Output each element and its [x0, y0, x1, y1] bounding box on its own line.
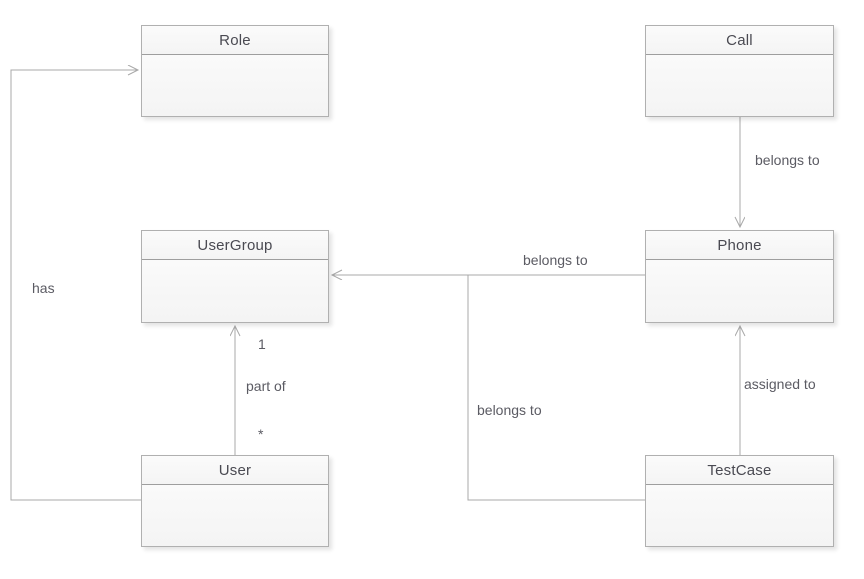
- class-attributes-compartment: [142, 55, 328, 116]
- class-box-role[interactable]: Role: [141, 25, 329, 117]
- class-attributes-compartment: [646, 55, 833, 116]
- class-name-phone: Phone: [717, 236, 762, 254]
- class-attributes-compartment: [142, 260, 328, 322]
- class-box-testcase[interactable]: TestCase: [645, 455, 834, 547]
- edge-label-part-of: part of: [246, 378, 286, 394]
- class-header: Role: [142, 26, 328, 55]
- class-box-usergroup[interactable]: UserGroup: [141, 230, 329, 323]
- multiplicity-source-many: *: [258, 426, 264, 442]
- class-header: Phone: [646, 231, 833, 260]
- class-box-call[interactable]: Call: [645, 25, 834, 117]
- edge-label-call-belongs-to: belongs to: [755, 152, 820, 168]
- class-attributes-compartment: [646, 260, 833, 322]
- class-attributes-compartment: [142, 485, 328, 546]
- connector-user-has-role: [10, 70, 141, 501]
- class-header: User: [142, 456, 328, 485]
- edge-label-phone-belongs-to: belongs to: [523, 252, 588, 268]
- class-header: Call: [646, 26, 833, 55]
- class-name-role: Role: [219, 31, 251, 49]
- edge-label-assigned-to: assigned to: [744, 376, 816, 392]
- class-header: UserGroup: [142, 231, 328, 260]
- class-name-testcase: TestCase: [707, 461, 772, 479]
- class-attributes-compartment: [646, 485, 833, 546]
- class-name-usergroup: UserGroup: [197, 236, 273, 254]
- multiplicity-target-one: 1: [258, 336, 266, 352]
- class-box-user[interactable]: User: [141, 455, 329, 547]
- class-header: TestCase: [646, 456, 833, 485]
- class-box-phone[interactable]: Phone: [645, 230, 834, 323]
- class-name-user: User: [218, 461, 252, 479]
- edge-label-has: has: [32, 280, 55, 296]
- edge-label-testcase-belongs-to: belongs to: [477, 402, 542, 418]
- connector-testcase-belongs-to-usergroup: [467, 275, 645, 501]
- class-name-call: Call: [726, 31, 753, 49]
